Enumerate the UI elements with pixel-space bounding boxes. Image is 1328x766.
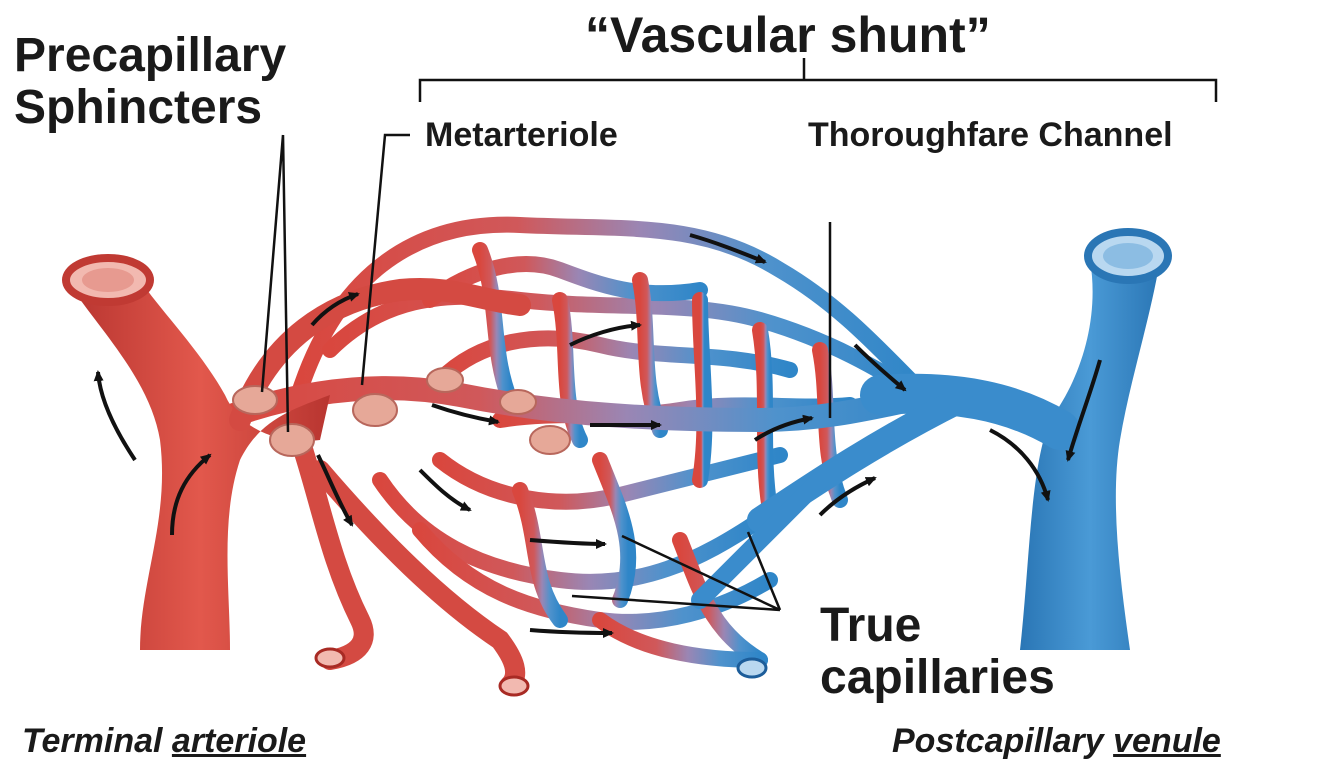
vascular-shunt-bracket [420,58,1216,102]
sphincter-ring [427,368,463,392]
postcapillary-venule-underlined: venule [1113,722,1221,760]
true-capillaries-line1: True [820,600,1055,652]
precapillary-label-line2: Sphincters [14,82,286,134]
true-capillaries-line2: capillaries [820,652,1055,704]
vascular-shunt-label: “Vascular shunt” [585,6,991,64]
precapillary-label-line1: Precapillary [14,30,286,82]
postcapillary-venule-label: Postcapillary venule [892,722,1221,761]
thoroughfare-channel-label: Thoroughfare Channel [808,116,1173,155]
sphincter-ring [500,390,536,414]
flow-arrow [98,372,135,460]
sphincter-ring [270,424,314,456]
sphincter-ring [233,386,277,414]
precapillary-sphincters-label: Precapillary Sphincters [14,30,286,134]
sphincter-ring [530,426,570,454]
metarteriole-vessel [220,388,960,420]
flow-arrow [530,630,612,633]
postcapillary-venule-vessel [1020,260,1160,650]
terminal-arteriole-prefix: Terminal [22,722,172,760]
true-capillaries-label: True capillaries [820,600,1055,704]
metarteriole-label: Metarteriole [425,116,618,155]
terminal-arteriole-underlined: arteriole [172,722,306,760]
postcapillary-venule-prefix: Postcapillary [892,722,1113,760]
sphincter-ring [353,394,397,426]
terminal-arteriole-label: Terminal arteriole [22,722,306,761]
